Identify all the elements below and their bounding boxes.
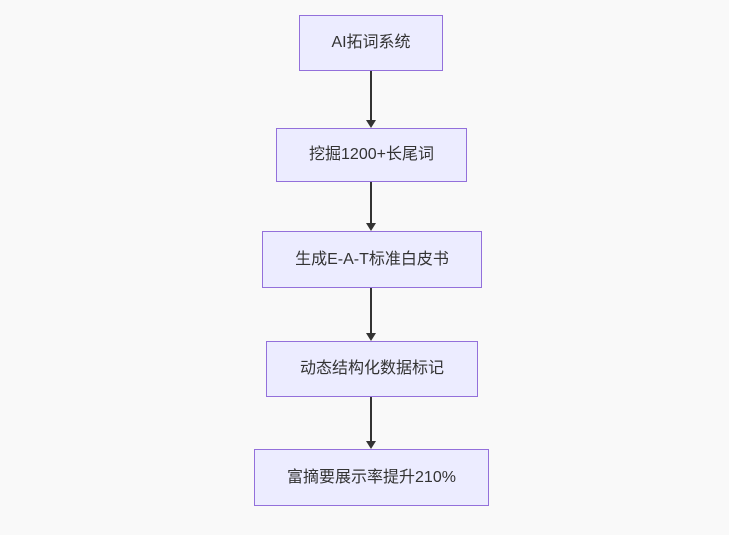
flow-node-label: 动态结构化数据标记 xyxy=(299,360,444,377)
flow-node-rich-snippet-result: 富摘要展示率提升210% xyxy=(254,449,489,506)
arrow-line xyxy=(370,288,372,335)
flow-node-structured-data-markup: 动态结构化数据标记 xyxy=(266,341,478,397)
flow-node-longtail-mining: 挖掘1200+长尾词 xyxy=(276,128,467,182)
flow-node-ai-keyword-system: AI拓词系统 xyxy=(299,15,443,71)
flow-node-label: 富摘要展示率提升210% xyxy=(287,468,456,486)
arrow-line xyxy=(370,71,372,122)
flow-arrow-1 xyxy=(366,71,376,128)
flow-node-label: 生成E-A-T标准白皮书 xyxy=(295,250,449,268)
flow-node-label: AI拓词系统 xyxy=(331,34,411,51)
arrowhead-icon xyxy=(366,120,376,128)
flow-arrow-3 xyxy=(366,288,376,341)
arrowhead-icon xyxy=(366,223,376,231)
arrowhead-icon xyxy=(366,441,376,449)
flow-node-label: 挖掘1200+长尾词 xyxy=(309,146,434,163)
arrowhead-icon xyxy=(366,333,376,341)
flow-node-eat-whitepaper: 生成E-A-T标准白皮书 xyxy=(262,231,482,288)
arrow-line xyxy=(370,397,372,443)
flow-arrow-2 xyxy=(366,182,376,231)
flow-arrow-4 xyxy=(366,397,376,449)
arrow-line xyxy=(370,182,372,225)
